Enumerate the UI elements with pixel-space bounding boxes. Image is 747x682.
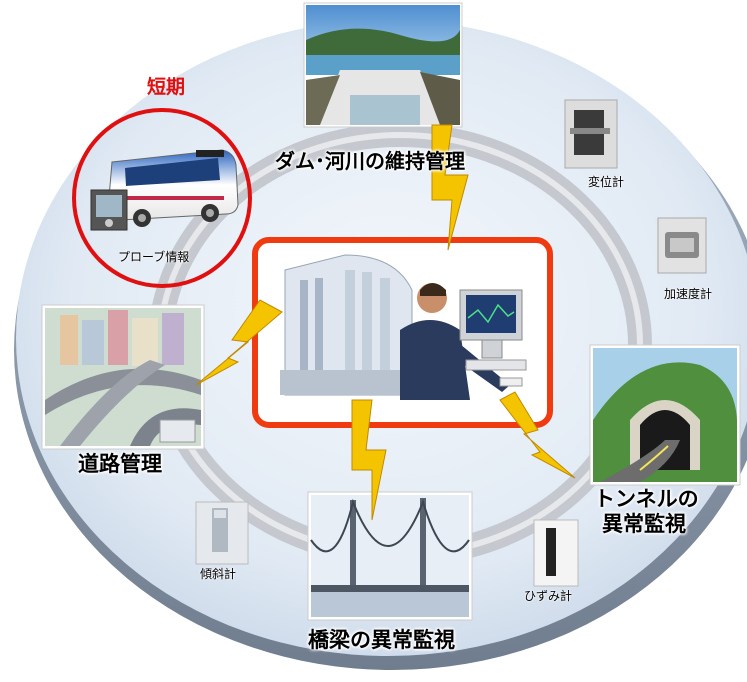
road-management-label: 道路管理 xyxy=(78,452,162,476)
inclinometer-label: 傾斜計 xyxy=(200,567,237,581)
bridge-label: 橋梁の異常監視 xyxy=(308,628,455,652)
short-term-label: 短期 xyxy=(147,76,186,98)
lightning-tunnel xyxy=(499,391,576,479)
lightning-bolts xyxy=(195,124,576,521)
accelerometer-image xyxy=(657,217,707,274)
control-center-image xyxy=(252,237,553,428)
bridge-image xyxy=(307,491,473,621)
lightning-road xyxy=(195,299,283,386)
displacement-meter-image xyxy=(564,99,618,169)
tunnel-label-line1: トンネルの xyxy=(594,487,699,511)
inclinometer-image xyxy=(195,501,249,565)
lightning-bridge xyxy=(351,399,387,521)
strain-gauge-image xyxy=(533,519,579,587)
tunnel-label-line2: 異常監視 xyxy=(602,512,686,536)
bus-image xyxy=(90,149,239,231)
tunnel-image xyxy=(589,344,741,486)
short-term-highlight-circle xyxy=(72,108,252,288)
probe-info-label: プローブ情報 xyxy=(118,250,190,264)
strain-gauge-label: ひずみ計 xyxy=(524,589,573,603)
displacement-meter-label: 変位計 xyxy=(588,175,625,189)
lightning-dam xyxy=(431,124,469,251)
dam-image xyxy=(303,2,463,128)
road-image xyxy=(41,304,205,450)
dam-river-label: ダム･河川の維持管理 xyxy=(275,149,465,173)
accelerometer-label: 加速度計 xyxy=(664,287,713,301)
